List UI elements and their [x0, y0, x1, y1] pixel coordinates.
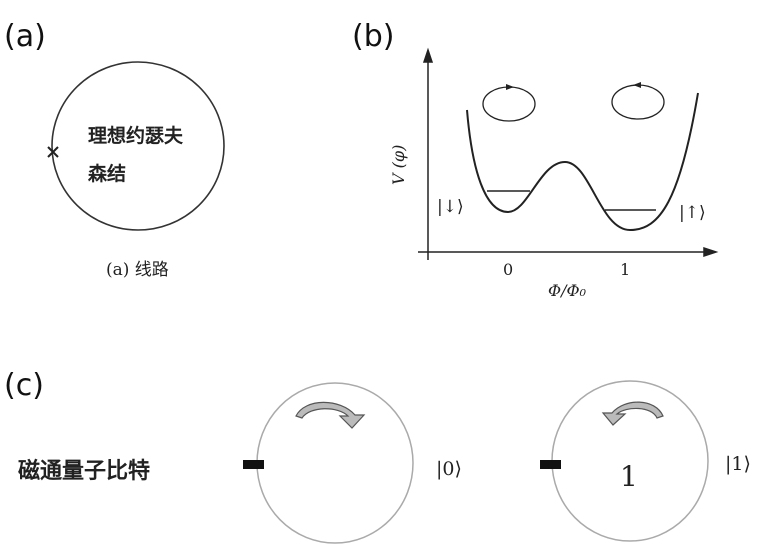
x-tick-1: 1 [620, 260, 630, 279]
x-tick-0: 0 [503, 260, 513, 279]
qubit-inner-number: 1 [620, 460, 638, 493]
state-down-label: |↓⟩ [437, 197, 464, 217]
junction-icon [540, 460, 561, 469]
clockwise-current-icon [482, 84, 536, 122]
panel-c-label: (c) [4, 368, 44, 403]
panel-b-label: (b) [352, 19, 394, 54]
junction-text-line1: 理想约瑟夫 [88, 124, 184, 147]
junction-icon [243, 460, 264, 469]
state-1-label: |1⟩ [725, 453, 751, 475]
junction-text-line2: 森结 [88, 162, 126, 185]
circuit-loop [51, 61, 225, 231]
potential-curve [466, 92, 699, 232]
state-0-label: |0⟩ [436, 458, 462, 480]
counterclockwise-current-icon [611, 82, 665, 120]
flux-qubit-title: 磁通量子比特 [18, 458, 150, 484]
josephson-junction-icon [47, 146, 59, 158]
state-up-label: |↑⟩ [679, 203, 706, 223]
x-axis-label: Φ/Φ₀ [548, 281, 587, 300]
counterclockwise-arrow-icon [601, 401, 664, 426]
panel-a-caption: (a) 线路 [106, 260, 169, 280]
clockwise-arrow-icon [295, 401, 366, 429]
panel-a-label: (a) [4, 19, 46, 54]
axes [418, 47, 719, 260]
y-axis-label: V (φ) [389, 145, 408, 185]
